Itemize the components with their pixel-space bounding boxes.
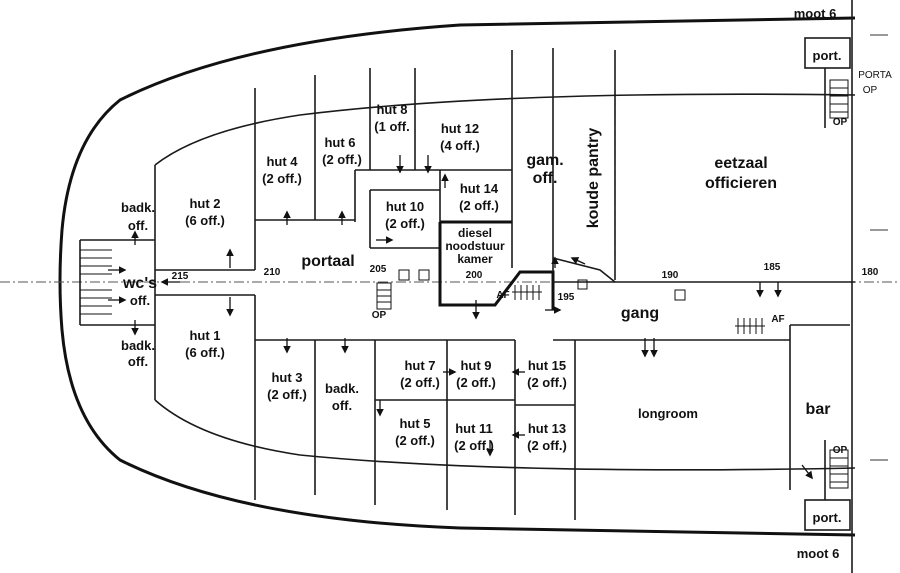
label-hut4-1: hut 4 [266, 154, 298, 169]
label-hut14-1: hut 14 [460, 181, 499, 196]
label-af-gang: AF [771, 314, 784, 325]
label-badk-mid-1: badk. [325, 381, 359, 396]
label-hut10-2: (2 off.) [385, 216, 425, 231]
label-hut15-1: hut 15 [528, 358, 566, 373]
stair-port-top [829, 79, 849, 119]
label-hut1-2: (6 off.) [185, 345, 225, 360]
label-hut7-2: (2 off.) [400, 375, 440, 390]
label-portaal: portaal [301, 253, 354, 270]
frame-200: 200 [466, 270, 483, 281]
frame-195: 195 [558, 292, 575, 303]
label-diesel-3: kamer [457, 252, 493, 266]
label-badk-top-2: off. [128, 218, 148, 233]
label-badk-bottom-1: badk. [121, 338, 155, 353]
label-hut15-2: (2 off.) [527, 375, 567, 390]
frame-210: 210 [264, 267, 281, 278]
label-hut6-1: hut 6 [324, 135, 355, 150]
label-eetzaal-1: eetzaal [714, 155, 767, 172]
frame-190: 190 [662, 270, 679, 281]
label-hut3-2: (2 off.) [267, 387, 307, 402]
label-hut14-2: (2 off.) [459, 198, 499, 213]
label-portal-scribble: PORTA [858, 70, 892, 81]
label-port-bottom: port. [813, 510, 842, 525]
stair-portaal [376, 282, 392, 310]
label-hut12-2: (4 off.) [440, 138, 480, 153]
label-eetzaal-2: officieren [705, 175, 777, 192]
label-hut9-2: (2 off.) [456, 375, 496, 390]
label-hut6-2: (2 off.) [322, 152, 362, 167]
label-hut11-2: (2 off.) [454, 438, 494, 453]
label-off: off. [130, 293, 150, 308]
label-wcs: wc's [122, 275, 157, 292]
label-hut10-1: hut 10 [386, 199, 424, 214]
stair-af-gang [735, 318, 765, 334]
stair-af-centre [512, 285, 542, 300]
label-diesel-1: diesel [458, 226, 492, 240]
label-bar: bar [806, 401, 831, 418]
stair-port-bottom [829, 449, 849, 489]
label-koude-pantry: koude pantry [585, 128, 602, 229]
small-boxes [398, 269, 686, 301]
label-hut5-1: hut 5 [399, 416, 430, 431]
label-longroom: longroom [638, 406, 698, 421]
frame-numbers: 215 210 205 200 195 190 185 180 [172, 262, 879, 303]
label-hut8-1: hut 8 [376, 102, 407, 117]
label-hut9-1: hut 9 [460, 358, 491, 373]
section-label-bottom: moot 6 [797, 546, 840, 561]
label-gang: gang [621, 305, 659, 322]
frame-185: 185 [764, 262, 781, 273]
label-hut7-1: hut 7 [404, 358, 435, 373]
label-gam-1: gam. [526, 152, 563, 169]
label-hut2-1: hut 2 [189, 196, 220, 211]
label-op-bottom: OP [833, 445, 848, 456]
frame-215: 215 [172, 271, 189, 282]
label-hut12-1: hut 12 [441, 121, 479, 136]
label-op-portaal: OP [372, 310, 387, 321]
label-hut4-2: (2 off.) [262, 171, 302, 186]
hull-outline [58, 16, 856, 537]
label-badk-mid-2: off. [332, 398, 352, 413]
label-hut11-1: hut 11 [455, 421, 493, 436]
label-hut8-2: (1 off. [374, 119, 409, 134]
label-op-top: OP [833, 117, 848, 128]
label-hut13-2: (2 off.) [527, 438, 567, 453]
label-hut1-1: hut 1 [189, 328, 220, 343]
room-labels: badk. off. wc's off. badk. off. hut 2 (6… [121, 48, 892, 525]
door-arrows [108, 155, 813, 480]
label-diesel-2: noodstuur [445, 239, 505, 253]
label-hut13-1: hut 13 [528, 421, 566, 436]
label-hut5-2: (2 off.) [395, 433, 435, 448]
label-badk-top-1: badk. [121, 200, 155, 215]
label-hut3-1: hut 3 [271, 370, 302, 385]
label-gam-2: off. [533, 170, 558, 187]
label-op-scribble: OP [863, 85, 878, 96]
label-badk-bottom-2: off. [128, 354, 148, 369]
frame-205: 205 [370, 264, 387, 275]
section-label-top: moot 6 [794, 6, 837, 21]
room-walls [79, 0, 888, 573]
stair-bow [80, 249, 112, 315]
frame-180: 180 [862, 267, 879, 278]
label-port-top: port. [813, 48, 842, 63]
label-af-centre: AF [496, 290, 509, 301]
label-hut2-2: (6 off.) [185, 213, 225, 228]
